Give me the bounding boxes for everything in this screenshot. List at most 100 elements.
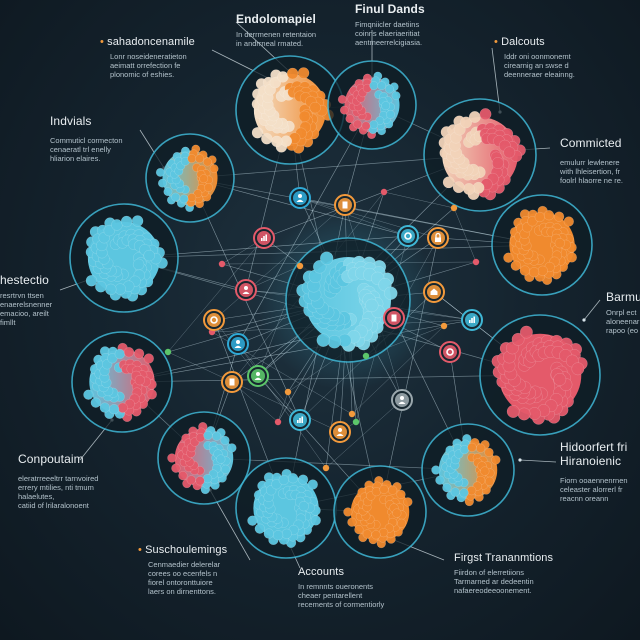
- connector-dot: [274, 418, 282, 426]
- label-title-text: Suschoulemings: [145, 544, 228, 556]
- document-glyph: [342, 201, 348, 209]
- label-description: Fimqniicler daetiins coinns elaeriaeriti…: [355, 20, 423, 47]
- c-right-upper: [491, 194, 593, 296]
- cluster-bump: [339, 105, 349, 115]
- connection-line: [237, 343, 327, 469]
- cluster-bump: [319, 251, 334, 265]
- cluster-bump: [450, 487, 460, 497]
- cluster-bump: [199, 174, 209, 184]
- cluster-bump: [511, 332, 525, 346]
- chart-glyph: [473, 316, 475, 323]
- label-title: • sahadoncenamile: [100, 36, 195, 48]
- cluster-bump: [480, 466, 490, 476]
- cluster-bump: [442, 483, 452, 493]
- connector-dot: [362, 352, 370, 360]
- c-bottom-right: [421, 423, 515, 517]
- label-endolomapiel: Endolomapiel In derrmenen retentaion in …: [236, 12, 316, 48]
- chart-glyph: [299, 418, 301, 423]
- cluster-bump: [517, 407, 531, 421]
- bullet-dot: •: [494, 36, 498, 48]
- cluster-bump: [95, 280, 107, 293]
- user-glyph: [338, 428, 342, 432]
- chart-icon: [253, 227, 275, 249]
- label-description: eleratrreeeltrr tarnvoired errery mtilie…: [18, 474, 99, 510]
- leader-line: [519, 459, 557, 463]
- label-commicted: Commicted emulurr lewlenere with lhleise…: [560, 136, 623, 185]
- cluster-bump: [543, 210, 555, 221]
- cluster-bump: [251, 126, 264, 139]
- c-bottom-mid: [333, 465, 427, 559]
- cluster-bump: [157, 178, 167, 188]
- cluster-bump: [83, 389, 94, 400]
- label-title: Commicted: [560, 136, 622, 150]
- label-title: Finul Dands: [355, 2, 425, 16]
- user-icon: [391, 389, 413, 411]
- label-hestectio: hestectio resrtrvn ttsen enaerelsnenner …: [0, 273, 52, 327]
- chart-glyph: [261, 238, 263, 241]
- connector-dot: [296, 262, 304, 270]
- cluster-bump: [435, 475, 445, 485]
- cluster-bump: [503, 146, 516, 159]
- cluster-bump: [277, 71, 289, 83]
- c-bottom-left: [157, 411, 251, 505]
- cluster-bump: [527, 216, 538, 227]
- gear-icon: [439, 341, 461, 363]
- cluster-bump: [107, 353, 118, 364]
- cluster-bump: [133, 348, 145, 359]
- connection-line: [383, 191, 455, 209]
- label-title: hestectio: [0, 273, 49, 287]
- central-cluster: [258, 210, 438, 390]
- chart-icon: [461, 309, 483, 331]
- cluster-bump: [519, 325, 533, 339]
- cluster-bump: [553, 211, 565, 222]
- icon-node-fill: [207, 313, 221, 327]
- cluster-bump: [263, 528, 274, 539]
- connection-line: [167, 351, 341, 433]
- cluster-bump: [392, 508, 402, 518]
- cluster-bump: [491, 455, 501, 465]
- leader-line: [491, 47, 501, 113]
- c-right-mid: [479, 314, 601, 436]
- chart-glyph: [265, 234, 267, 241]
- gear-icon: [397, 225, 419, 247]
- cluster-bump: [503, 252, 514, 263]
- home-glyph: [430, 288, 438, 295]
- cluster-bump: [179, 194, 189, 204]
- label-title: Barmu: [606, 290, 640, 304]
- c-left-upper: [145, 133, 235, 223]
- connector-dot: [472, 258, 480, 266]
- connector-dot: [322, 464, 330, 472]
- cluster-bump: [271, 479, 282, 490]
- cluster-bump: [143, 249, 155, 262]
- cluster-bump: [316, 333, 331, 347]
- cluster-bump: [123, 347, 135, 358]
- label-title: Indvials: [50, 114, 92, 128]
- cluster-bump: [155, 167, 165, 177]
- leader-dot: [518, 458, 522, 462]
- cluster-bump: [381, 101, 391, 111]
- c-left-lower: [71, 331, 173, 433]
- connection-line: [453, 207, 477, 263]
- label-dalcouts: • Dalcouts Iddr oni oonmonemt cirearnig …: [494, 36, 575, 79]
- cluster-bump: [143, 353, 154, 364]
- chart-glyph: [263, 236, 265, 241]
- cluster-bump: [361, 121, 371, 131]
- connector-dot: [218, 260, 226, 268]
- label-title-text: Dalcouts: [501, 36, 545, 48]
- connector-dot: [348, 410, 356, 418]
- gear-glyph: [446, 348, 454, 356]
- cluster-bump: [452, 181, 465, 194]
- cluster-bump: [178, 471, 188, 481]
- label-barmu: Barmu Onrpl ect aloneenar rapoo (eo: [606, 290, 640, 335]
- cluster-bump: [384, 286, 398, 300]
- bullet-dot: •: [100, 36, 104, 48]
- cluster-bump: [211, 431, 222, 441]
- cluster-bump: [537, 265, 548, 276]
- user-glyph: [298, 194, 302, 198]
- home-icon: [423, 281, 445, 303]
- cluster-bump: [209, 164, 219, 174]
- cluster-bump: [442, 176, 455, 189]
- cluster-bump: [379, 484, 389, 495]
- document-glyph: [391, 314, 397, 322]
